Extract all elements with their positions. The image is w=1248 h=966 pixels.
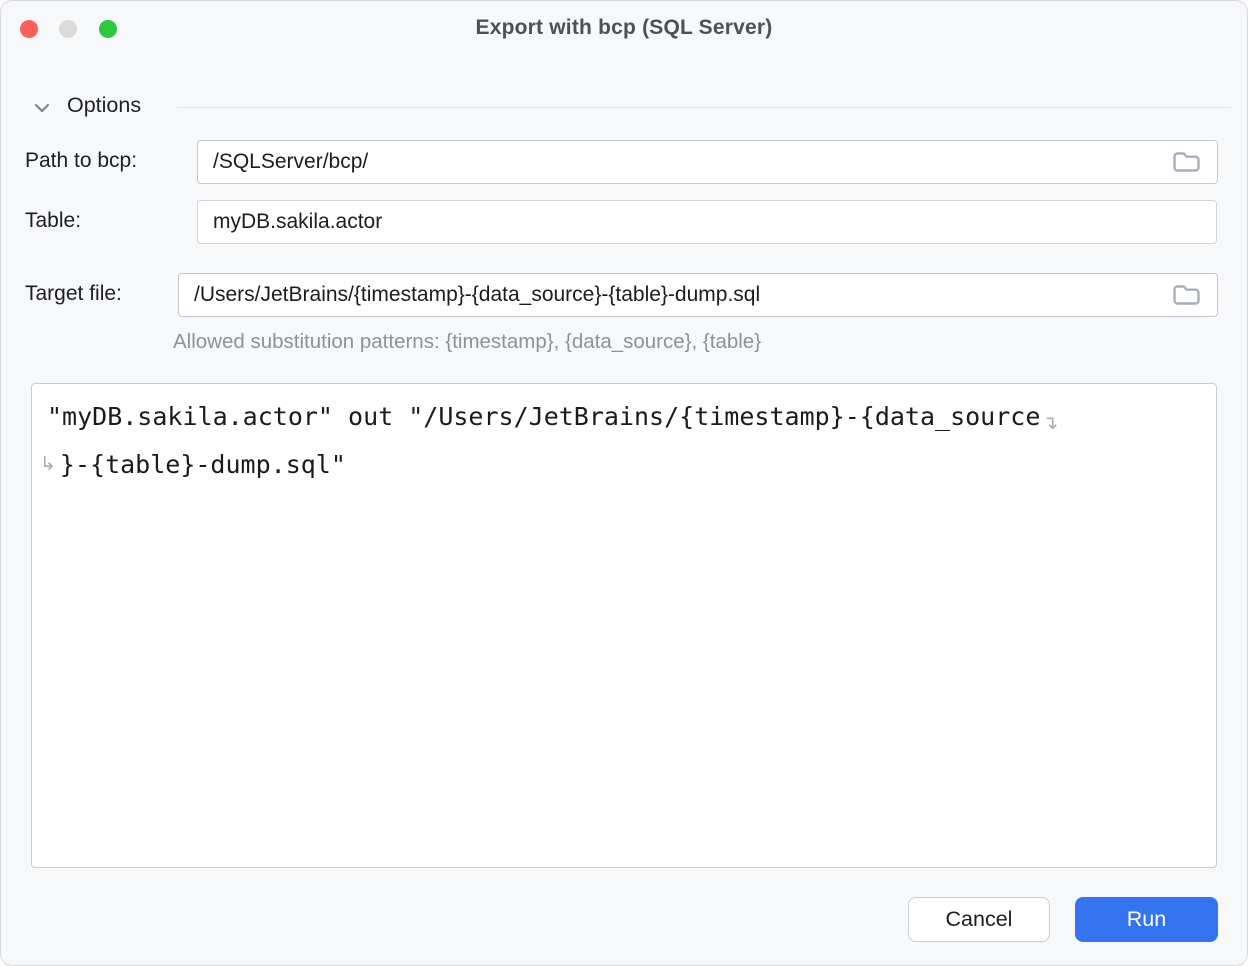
run-button[interactable]: Run (1075, 897, 1218, 942)
command-preview-editor[interactable]: "myDB.sakila.actor" out "/Users/JetBrain… (31, 383, 1217, 868)
folder-icon (1171, 281, 1201, 310)
soft-wrap-continuation-icon: ↳ (40, 453, 56, 475)
options-section-label: Options (67, 93, 142, 117)
table-label: Table: (25, 209, 82, 232)
titlebar: Export with bcp (SQL Server) (1, 1, 1247, 57)
minimize-window-button[interactable] (59, 20, 77, 38)
table-input[interactable] (197, 200, 1217, 244)
chevron-down-icon (32, 99, 52, 117)
options-section-header[interactable]: Options (1, 93, 1247, 123)
options-divider (177, 107, 1231, 108)
target-file-input[interactable] (178, 273, 1218, 317)
target-browse-button[interactable] (1169, 280, 1203, 310)
close-window-button[interactable] (20, 20, 38, 38)
command-line-1: "myDB.sakila.actor" out "/Users/JetBrain… (47, 394, 1208, 442)
window-title: Export with bcp (SQL Server) (475, 16, 773, 39)
command-line-2: ↳}-{table}-dump.sql" (40, 442, 1208, 490)
folder-icon (1171, 148, 1201, 177)
substitution-patterns-hint: Allowed substitution patterns: {timestam… (173, 330, 762, 353)
target-file-label: Target file: (25, 282, 122, 305)
path-browse-button[interactable] (1169, 147, 1203, 177)
path-to-bcp-label: Path to bcp: (25, 149, 138, 172)
cancel-button[interactable]: Cancel (908, 897, 1050, 942)
path-to-bcp-input[interactable] (197, 140, 1218, 184)
zoom-window-button[interactable] (99, 20, 117, 38)
soft-wrap-icon: ↴ (1042, 412, 1059, 434)
